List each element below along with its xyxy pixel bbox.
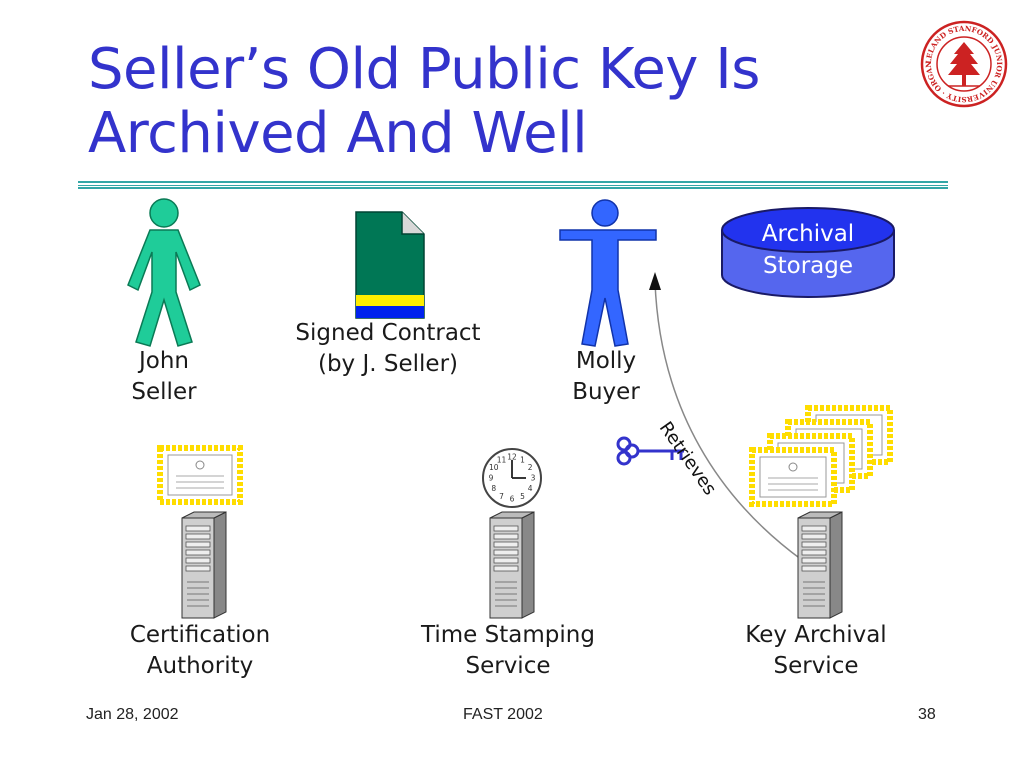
clock-numeral: 5 [520, 492, 525, 501]
slide-title-line1: Seller’s Old Public Key Is [88, 37, 760, 102]
storage-label: Archival Storage [738, 218, 878, 282]
slide-title-line2: Archived And Well [88, 101, 588, 166]
kas-certificate-stack-icon [749, 405, 893, 507]
ca-label-line1: Certification [129, 622, 271, 648]
retrieve-arrow-icon [649, 272, 803, 561]
storage-label-line1: Archival [761, 221, 855, 247]
clock-numeral: 10 [489, 463, 499, 472]
storage-label-line2: Storage [763, 253, 853, 279]
clock-numeral: 4 [528, 484, 533, 493]
buyer-label: Molly Buyer [554, 346, 658, 408]
contract-label-line1: Signed Contract [295, 320, 481, 346]
buyer-label-line1: Molly [575, 348, 637, 374]
contract-label: Signed Contract (by J. Seller) [278, 318, 498, 380]
ca-certificate-icon [157, 445, 243, 505]
kas-label-line1: Key Archival [745, 622, 887, 648]
title-divider [78, 181, 948, 189]
clock-numeral: 11 [497, 455, 507, 464]
tss-server-icon [489, 511, 535, 619]
ca-label-line2: Authority [146, 653, 254, 679]
clock-numeral: 6 [510, 495, 515, 504]
clock-numeral: 12 [507, 453, 517, 462]
footer-event: FAST 2002 [463, 706, 543, 723]
footer-page-number: 38 [918, 706, 936, 723]
stanford-seal-icon: LELAND STANFORD JUNIOR UNIVERSITY · ORGA… [920, 20, 1008, 108]
kas-label: Key Archival Service [714, 620, 918, 682]
tss-label-line1: Time Stamping [421, 622, 595, 648]
tss-label-line2: Service [465, 653, 551, 679]
clock-numeral: 3 [531, 474, 536, 483]
key-icon [616, 436, 684, 466]
seller-label: John Seller [112, 346, 216, 408]
buyer-figure-icon [559, 199, 657, 347]
buyer-label-line2: Buyer [572, 379, 640, 405]
seller-label-line2: Seller [131, 379, 197, 405]
tss-label: Time Stamping Service [406, 620, 610, 682]
slide-title: Seller’s Old Public Key Is Archived And … [88, 38, 848, 166]
kas-server-icon [797, 511, 843, 619]
clock-numeral: 7 [499, 492, 504, 501]
kas-label-line2: Service [773, 653, 859, 679]
clock-numeral: 9 [489, 474, 494, 483]
seller-figure-icon [127, 198, 201, 347]
ca-label: Certification Authority [100, 620, 300, 682]
contract-label-line2: (by J. Seller) [317, 351, 458, 377]
seller-label-line1: John [138, 348, 189, 374]
clock-numeral: 8 [491, 484, 496, 493]
ca-server-icon [181, 511, 227, 619]
signed-contract-icon [355, 211, 425, 319]
clock-numeral: 2 [528, 463, 533, 472]
footer-date: Jan 28, 2002 [86, 706, 179, 723]
archival-storage-icon [721, 207, 895, 298]
clock-numeral: 1 [520, 455, 525, 464]
